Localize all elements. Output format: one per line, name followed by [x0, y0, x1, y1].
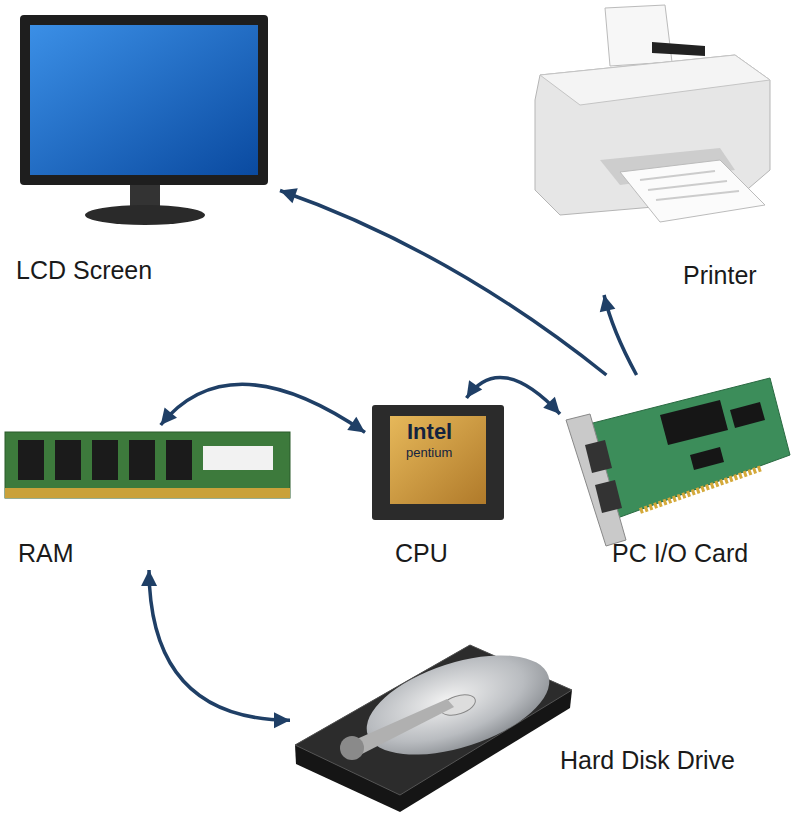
- printer-illustration-part: [620, 160, 765, 222]
- cpu-illustration-part: [372, 405, 504, 520]
- printer-illustration-part: [605, 5, 672, 66]
- io-card-illustration: [566, 378, 790, 546]
- cpu-illustration-part: [390, 416, 486, 504]
- io-card-illustration-part: [730, 402, 765, 428]
- io-card-illustration-part: [660, 400, 728, 445]
- io-card-illustration-part: [595, 480, 622, 513]
- printer-illustration-part: [652, 42, 705, 56]
- arrow-head: [600, 295, 616, 312]
- monitor-illustration-part: [85, 205, 205, 225]
- monitor-illustration: [20, 15, 268, 225]
- connector-arrow: [280, 188, 606, 375]
- hard-disk-illustration-part: [350, 699, 454, 755]
- ram-illustration-part: [55, 440, 81, 480]
- connector-line: [467, 377, 561, 414]
- component-label: LCD Screen: [16, 255, 152, 285]
- component-node: LCD Screen: [10, 10, 280, 292]
- io-card-illustration-part: [585, 378, 790, 520]
- ram-illustration-part: [18, 440, 44, 480]
- connector-arrow: [600, 295, 637, 375]
- connector-arrow: [467, 377, 561, 414]
- connector-line: [280, 190, 606, 375]
- arrow-head: [347, 417, 365, 433]
- monitor-illustration-part: [30, 25, 258, 175]
- component-label: PC I/O Card: [612, 538, 748, 568]
- ram-illustration-part: [166, 440, 192, 480]
- ram-illustration: [5, 432, 290, 498]
- component-node: Hard Disk Drive: [290, 628, 775, 820]
- arrow-head: [274, 712, 290, 728]
- printer-illustration-part: [648, 181, 727, 190]
- io-card-illustration-part: [566, 414, 626, 546]
- hard-disk-illustration-part: [355, 636, 562, 775]
- printer-illustration-part: [540, 55, 770, 105]
- printer-illustration: [535, 5, 770, 222]
- io-card-illustration-part: [640, 468, 762, 511]
- monitor-illustration-part: [130, 185, 160, 207]
- connector-line: [149, 570, 290, 720]
- component-label: CPU: [395, 538, 448, 568]
- component-label: Printer: [683, 260, 757, 290]
- cpu-illustration: [372, 405, 504, 520]
- arrow-head: [280, 188, 298, 203]
- connector-arrow: [161, 384, 365, 432]
- arrow-head: [161, 408, 177, 425]
- connector-arrow: [141, 570, 290, 728]
- component-node: RAM: [3, 425, 295, 570]
- printer-illustration-part: [656, 191, 739, 200]
- ram-illustration-part: [5, 432, 290, 498]
- printer-illustration-part: [640, 171, 715, 180]
- io-card-illustration-part: [690, 447, 724, 470]
- arrow-head: [543, 397, 560, 414]
- component-node: PC I/O Card: [560, 375, 792, 570]
- hard-disk-illustration-part: [340, 736, 364, 760]
- monitor-illustration-part: [20, 15, 268, 185]
- ram-illustration-part: [92, 440, 118, 480]
- component-label: Hard Disk Drive: [560, 745, 735, 775]
- ram-illustration-part: [5, 488, 290, 498]
- arrow-head: [467, 380, 483, 398]
- ram-illustration-part: [129, 440, 155, 480]
- component-label: RAM: [18, 538, 74, 568]
- hard-disk-illustration: [295, 636, 572, 812]
- arrow-head: [141, 570, 157, 586]
- component-node: Printer: [525, 3, 780, 295]
- io-card-illustration-part: [585, 440, 612, 473]
- ram-illustration-part: [203, 446, 273, 470]
- chip-marking: pentium: [406, 445, 452, 460]
- connector-line: [161, 384, 365, 432]
- chip-marking: Intel: [407, 419, 452, 445]
